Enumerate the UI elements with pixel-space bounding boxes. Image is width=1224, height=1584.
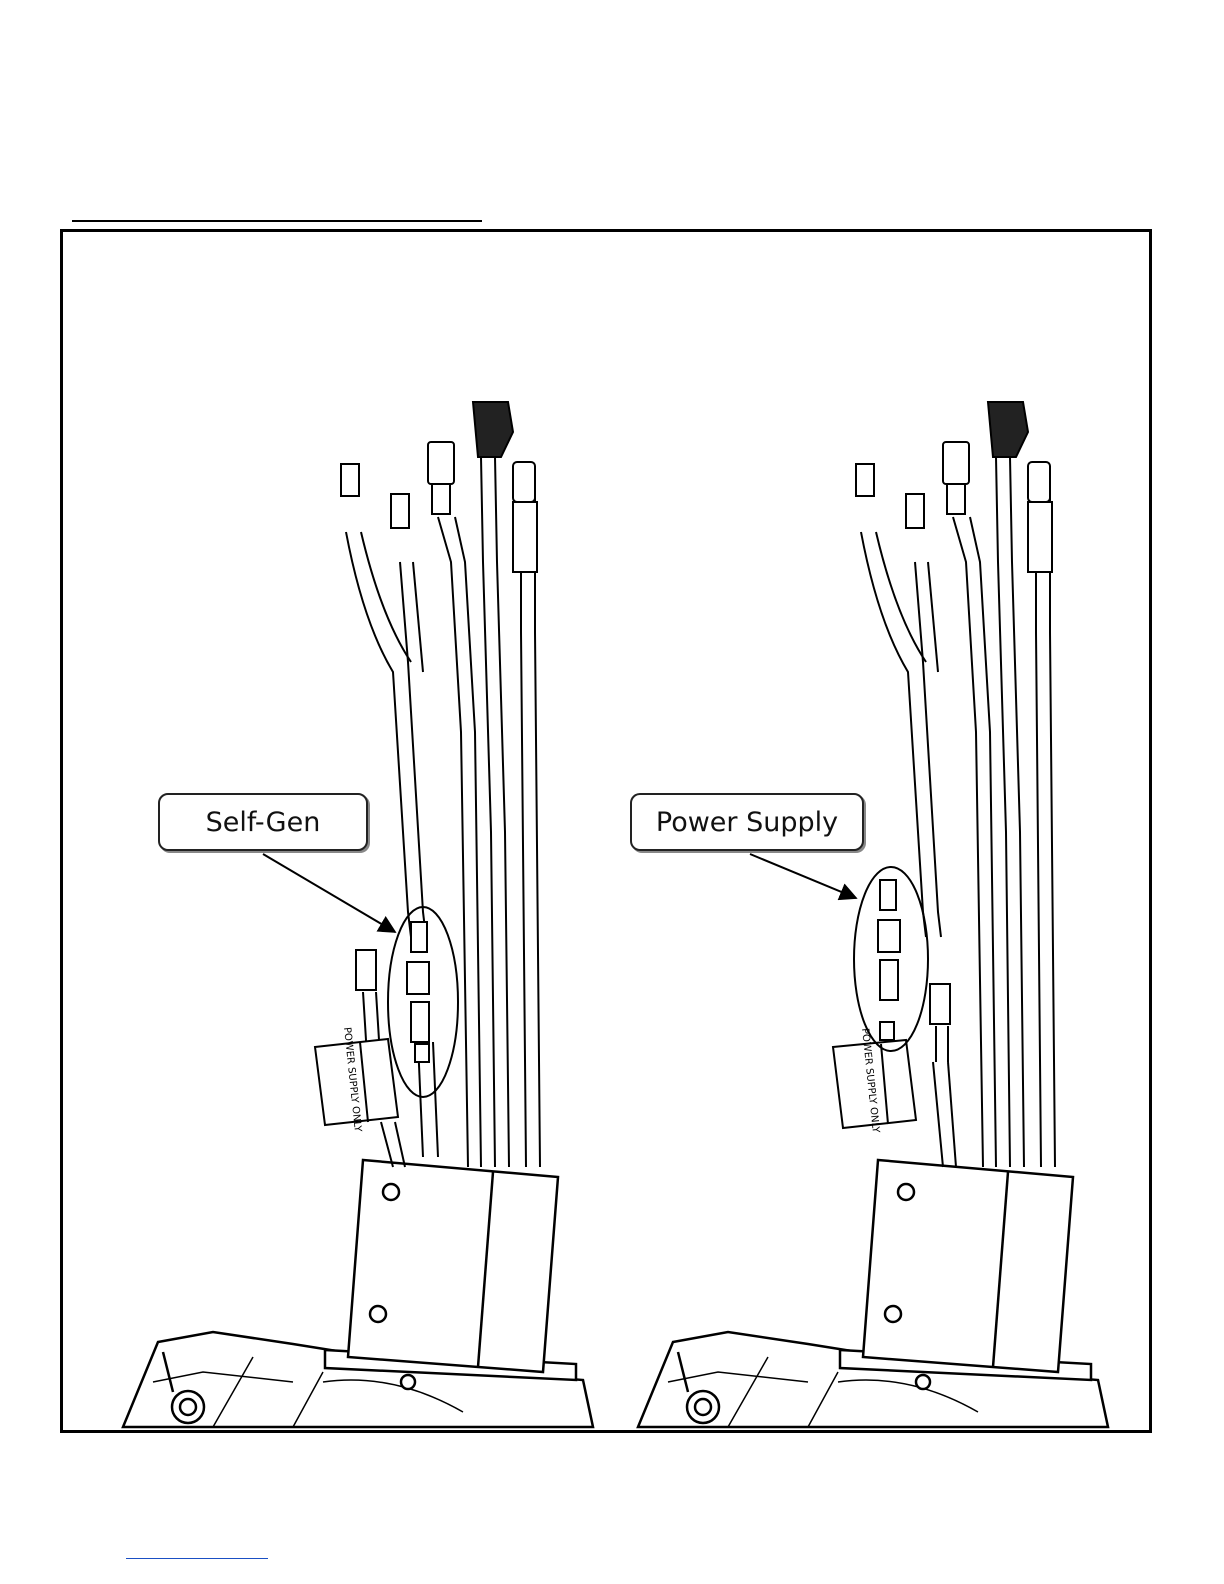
inline-coupler-right xyxy=(878,880,900,1040)
tagged-connector-right xyxy=(833,984,956,1167)
callout-power-supply: Power Supply xyxy=(630,793,864,851)
diagram-frame: Self-Gen Power Supply POWER SUPPLY ONLY … xyxy=(60,229,1152,1433)
callout-self-gen-label: Self-Gen xyxy=(206,807,321,838)
inline-coupler-left xyxy=(407,922,438,1157)
tagged-connector-left xyxy=(315,950,405,1167)
title-underline xyxy=(72,220,482,222)
callout-power-supply-label: Power Supply xyxy=(656,807,838,838)
callout-self-gen: Self-Gen xyxy=(158,793,368,851)
left-harness xyxy=(123,402,593,1427)
footer-link-underline[interactable] xyxy=(126,1558,268,1559)
right-harness xyxy=(638,402,1108,1427)
